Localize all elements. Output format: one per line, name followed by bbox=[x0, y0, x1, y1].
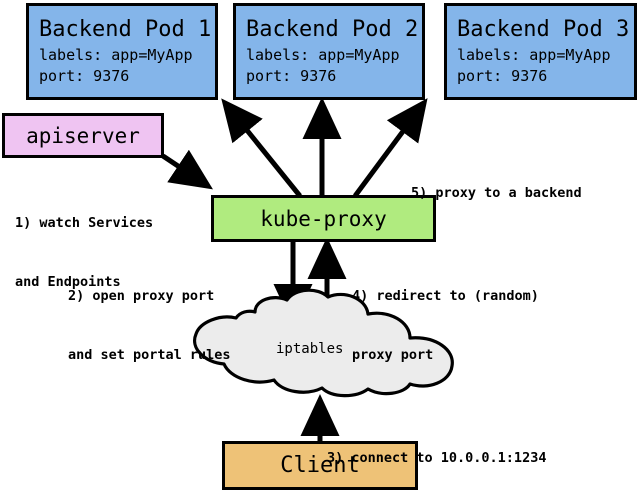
pod-2-title: Backend Pod 2 bbox=[246, 17, 419, 43]
edge-label-step-5: 5) proxy to a backend bbox=[411, 145, 582, 243]
kube-proxy-node[interactable]: kube-proxy bbox=[211, 195, 436, 242]
edge-label-step-3-line-1: 3) connect to 10.0.0.1:1234 bbox=[327, 450, 547, 467]
backend-pod-3[interactable]: Backend Pod 3 labels: app=MyApp port: 93… bbox=[444, 3, 637, 100]
client-label: Client bbox=[280, 453, 360, 478]
apiserver-label: apiserver bbox=[26, 123, 140, 148]
edge-label-step-1-line-2: and Endpoints bbox=[15, 273, 121, 290]
edge-label-step-4-line-1: 4) redirect to (random) bbox=[352, 288, 539, 305]
pod-2-port: port: 9376 bbox=[246, 66, 337, 85]
apiserver-node[interactable]: apiserver bbox=[2, 113, 164, 158]
client-node[interactable]: Client bbox=[222, 441, 418, 490]
pod-3-labels: labels: app=MyApp bbox=[457, 46, 611, 65]
backend-pod-2[interactable]: Backend Pod 2 labels: app=MyApp port: 93… bbox=[233, 3, 425, 100]
kube-proxy-label: kube-proxy bbox=[260, 206, 387, 231]
edge-kubeproxy-to-pod-1 bbox=[221, 98, 302, 198]
edge-label-step-5-line-1: 5) proxy to a backend bbox=[411, 185, 582, 202]
edge-apiserver-to-kubeproxy bbox=[161, 149, 213, 190]
pod-2-labels: labels: app=MyApp bbox=[246, 46, 400, 65]
edge-label-step-4-line-2: proxy port bbox=[352, 346, 434, 363]
pod-1-port: port: 9376 bbox=[39, 66, 130, 85]
edge-label-step-2-line-1: 2) open proxy port bbox=[68, 288, 215, 305]
pod-3-port: port: 9376 bbox=[457, 66, 548, 85]
edge-label-step-1: 1) watch Services and Endpoints bbox=[15, 175, 153, 332]
pod-1-labels: labels: app=MyApp bbox=[39, 46, 193, 65]
edge-label-step-1-line-1: 1) watch Services bbox=[15, 215, 154, 232]
edge-label-step-3: 3) connect to 10.0.0.1:1234 bbox=[327, 410, 546, 494]
iptables-label: iptables bbox=[276, 341, 344, 357]
pod-3-title: Backend Pod 3 bbox=[457, 17, 630, 43]
edge-label-step-2: 2) open proxy port and set portal rules bbox=[68, 248, 231, 405]
edge-label-step-4: 4) redirect to (random) proxy port bbox=[352, 248, 539, 405]
pod-1-title: Backend Pod 1 bbox=[39, 17, 212, 43]
backend-pod-1[interactable]: Backend Pod 1 labels: app=MyApp port: 93… bbox=[26, 3, 218, 100]
edge-label-step-2-line-2: and set portal rules bbox=[68, 346, 231, 363]
